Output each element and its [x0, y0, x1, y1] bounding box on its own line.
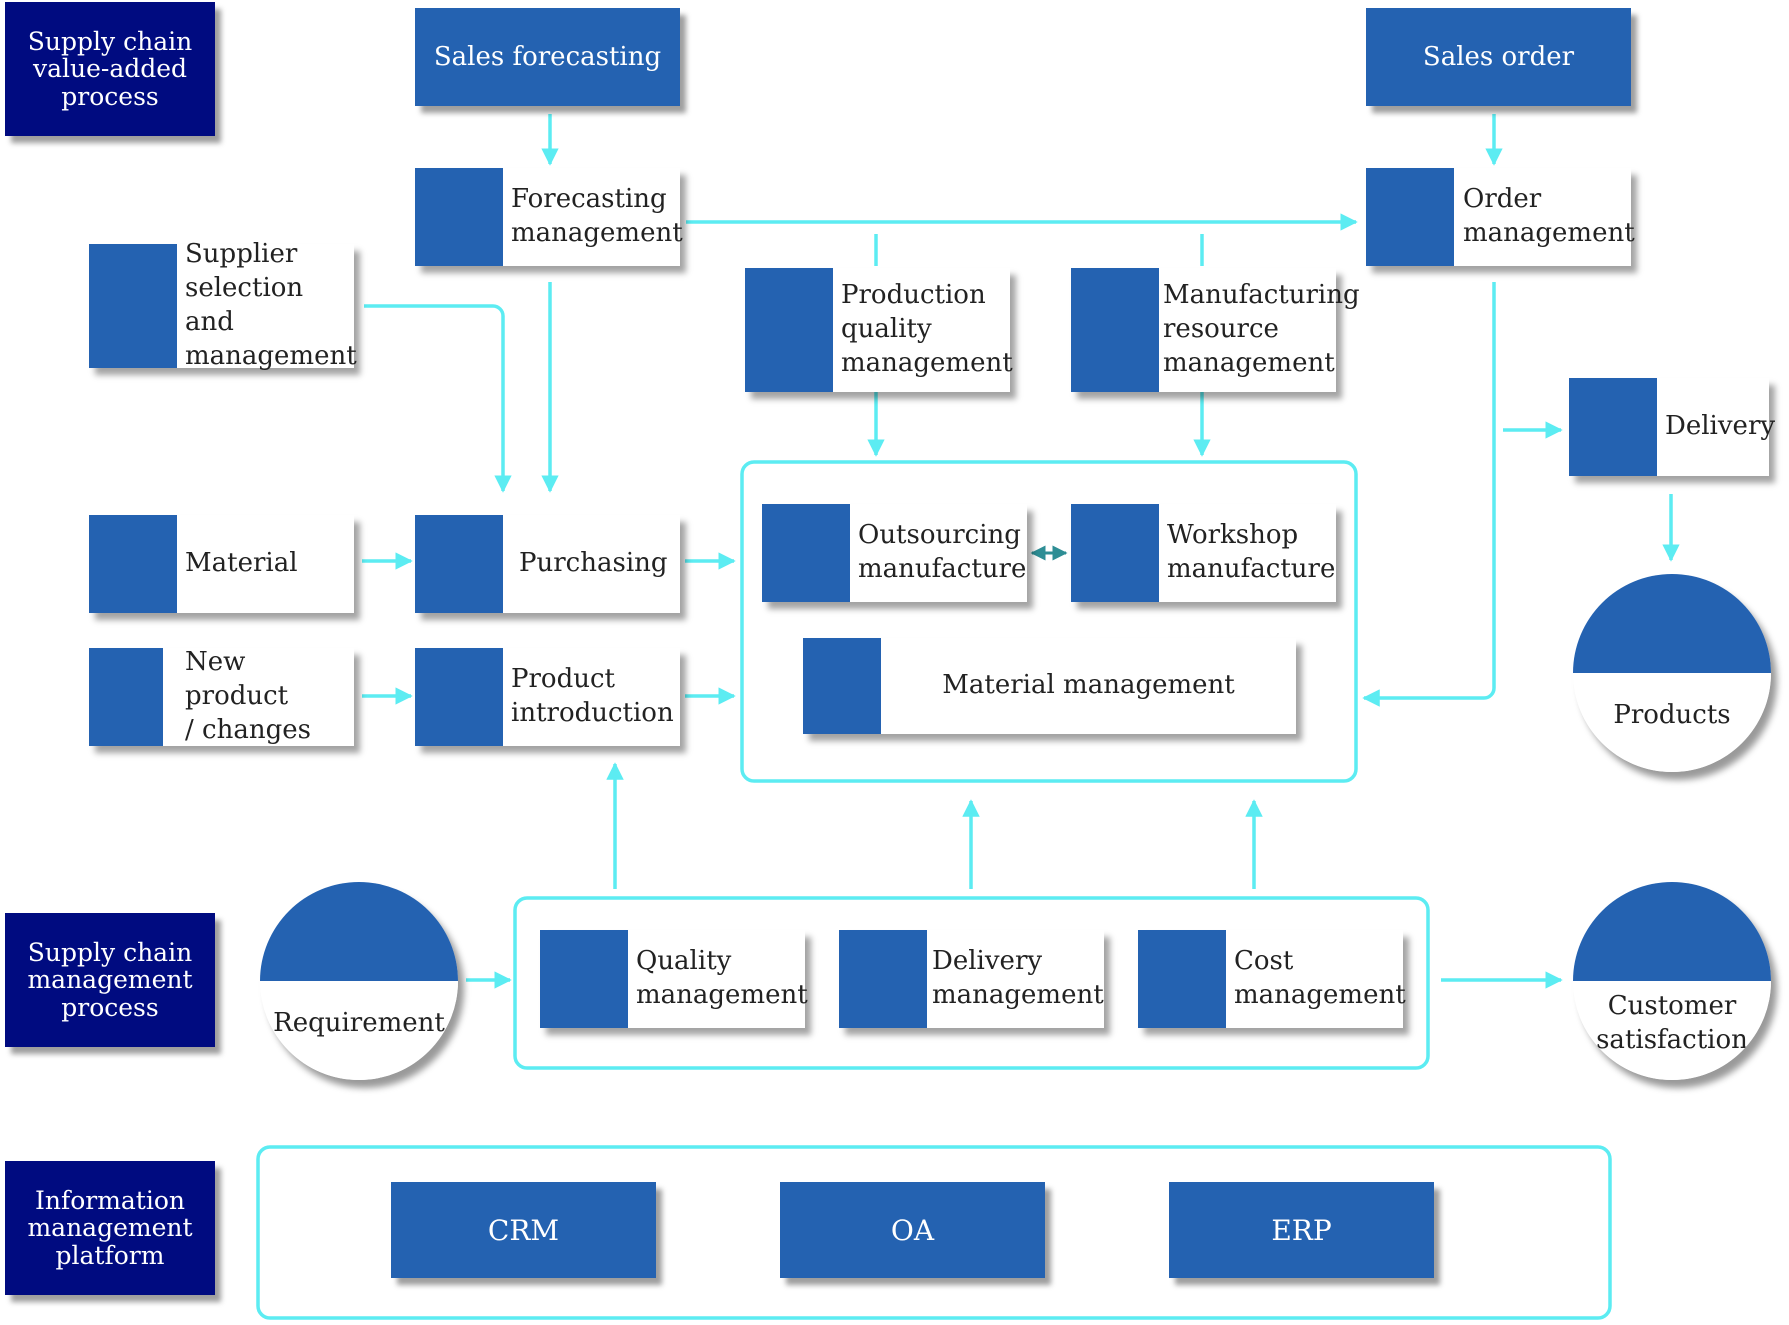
- purchasing-label: Purchasing: [519, 548, 668, 579]
- delivery-management-card: Delivery management: [839, 930, 1104, 1028]
- outsourcing-manufacture-label: Outsourcing manufacture: [858, 520, 1027, 584]
- order-management-card: Order management: [1366, 168, 1635, 266]
- workshop-manufacture-card: Workshop manufacture: [1071, 504, 1336, 602]
- new-product-label: New product / changes: [185, 647, 311, 745]
- forecasting-management-card: Forecasting management: [415, 168, 683, 266]
- crm-box: CRM: [391, 1182, 656, 1278]
- arrow-supplier-to-purchasing: [364, 304, 512, 493]
- products-circle: Products: [1573, 574, 1771, 772]
- delivery-label: Delivery: [1665, 411, 1776, 442]
- oa-box: OA: [780, 1182, 1045, 1278]
- workshop-manufacture-label: Workshop manufacture: [1167, 520, 1336, 584]
- delivery-card: Delivery: [1569, 378, 1776, 476]
- requirement-label: Requirement: [273, 1007, 445, 1038]
- sales-forecasting-box: Sales forecasting: [415, 8, 680, 106]
- manufacturing-resource-card: Manufacturing resource management: [1071, 268, 1360, 392]
- supplier-selection-label: Supplier selection and management: [185, 239, 357, 371]
- production-quality-card: Production quality management: [745, 268, 1013, 392]
- material-label: Material: [185, 548, 298, 579]
- management-group-frame: [513, 896, 1430, 1070]
- material-management-label: Material management: [942, 670, 1235, 701]
- product-introduction-label: Product introduction: [511, 664, 674, 728]
- quality-management-label: Quality management: [636, 946, 808, 1010]
- requirement-circle: Requirement: [260, 882, 458, 1080]
- label-value-added-process: Supply chain value-added process: [5, 2, 215, 136]
- supplier-selection-card: Supplier selection and management: [89, 239, 357, 371]
- material-card: Material: [89, 515, 354, 613]
- quality-management-card: Quality management: [540, 930, 808, 1028]
- delivery-management-label: Delivery management: [932, 946, 1104, 1010]
- erp-box: ERP: [1169, 1182, 1434, 1278]
- label-information-platform: Information management platform: [5, 1161, 215, 1295]
- production-quality-label: Production quality management: [841, 280, 1013, 378]
- cost-management-label: Cost management: [1234, 946, 1406, 1010]
- platform-group-frame: [256, 1145, 1612, 1320]
- manufacture-group-frame: [740, 460, 1358, 783]
- manufacturing-resource-label: Manufacturing resource management: [1163, 280, 1360, 378]
- cost-management-card: Cost management: [1138, 930, 1406, 1028]
- outsourcing-manufacture-card: Outsourcing manufacture: [762, 504, 1027, 602]
- order-management-label: Order management: [1463, 184, 1635, 248]
- sales-order-box: Sales order: [1366, 8, 1631, 106]
- label-management-process: Supply chain management process: [5, 913, 215, 1047]
- new-product-card: New product / changes: [89, 647, 354, 746]
- customer-satisfaction-label: Customer satisfaction: [1596, 990, 1748, 1055]
- product-introduction-card: Product introduction: [415, 648, 680, 746]
- purchasing-card: Purchasing: [415, 515, 680, 613]
- products-label: Products: [1613, 699, 1731, 730]
- material-management-card: Material management: [803, 638, 1296, 734]
- customer-satisfaction-circle: Customer satisfaction: [1573, 882, 1771, 1080]
- forecasting-management-label: Forecasting management: [511, 184, 683, 248]
- arrow-order-mgmt-to-material-mgmt: [1362, 282, 1496, 707]
